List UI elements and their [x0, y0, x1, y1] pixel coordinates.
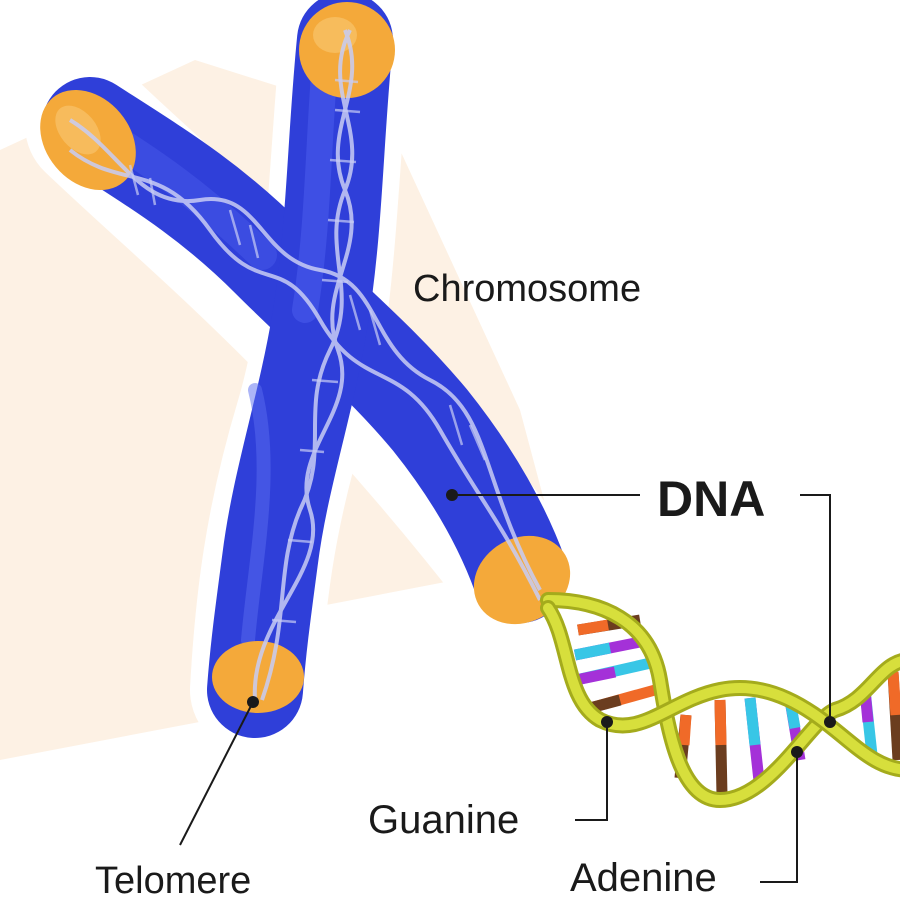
- leader-lines: [179, 494, 831, 883]
- dna-label: DNA: [657, 471, 766, 527]
- adenine-leader-line: [760, 752, 798, 883]
- guanine-label: Guanine: [368, 798, 520, 842]
- inner-dna-rungs: [128, 78, 487, 624]
- telomere-leader-line: [179, 701, 254, 846]
- dna-helix-leader-line: [800, 494, 831, 722]
- telomere-label: Telomere: [95, 860, 252, 902]
- chromosome-label: Chromosome: [413, 268, 642, 310]
- dna-helix: [540, 592, 900, 809]
- leader-dots: [247, 489, 836, 758]
- adenine-label: Adenine: [570, 856, 717, 900]
- chromosome-arm-vertical: [207, 0, 393, 738]
- dna-backbone: [540, 592, 900, 809]
- inner-dna-strand: [68, 29, 542, 701]
- telomere-cap-bottom-left: [212, 641, 304, 713]
- guanine-leader-line: [575, 722, 608, 821]
